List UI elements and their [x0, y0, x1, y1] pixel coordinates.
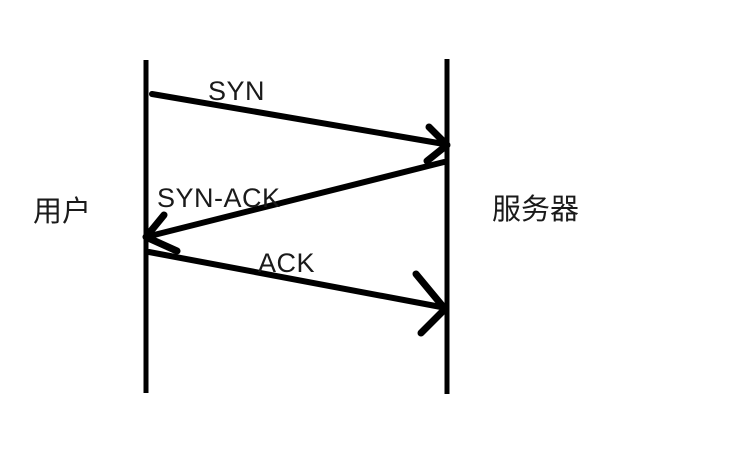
- syn-ack-label: SYN-ACK: [157, 183, 281, 213]
- message-syn-ack: SYN-ACK: [142, 159, 447, 255]
- ack-arrow-line: [146, 249, 444, 310]
- ack-arrowhead-icon: [412, 270, 449, 337]
- syn-arrowhead-icon: [423, 123, 451, 165]
- syn-arrow-line: [149, 91, 447, 147]
- message-ack: ACK: [146, 248, 449, 337]
- syn-ack-arrowhead-icon: [142, 211, 181, 255]
- syn-label: SYN: [208, 76, 265, 106]
- ack-label: ACK: [258, 248, 315, 278]
- message-syn: SYN: [149, 76, 451, 165]
- syn-ack-arrow-line: [147, 159, 447, 239]
- user-actor-label: 用户: [33, 195, 91, 228]
- server-actor-label: 服务器: [492, 193, 579, 226]
